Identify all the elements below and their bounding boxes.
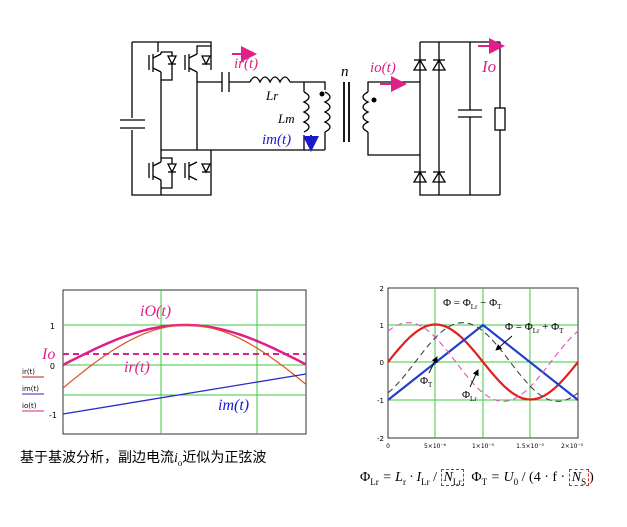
left-waveform-chart: 1 0 -1 ir(t) im(t) io(t) iO(t) ir(t) im(… — [22, 289, 307, 435]
primary-dot-icon — [319, 91, 325, 97]
switch-q2-icon — [148, 157, 178, 195]
eq-sum-annotation: Φ = ΦLr + ΦT — [505, 321, 564, 335]
circuit-diagram — [120, 41, 506, 196]
n-lr-box: NLr — [440, 469, 465, 487]
flux-formula: ΦLr = Lr · ILr / NLr ΦT = U0 / (4 · f · … — [360, 469, 594, 487]
io-t-label: io(t) — [370, 60, 396, 76]
lm-label: Lm — [277, 111, 295, 126]
rectifier-left-leg — [419, 42, 500, 196]
right-x-tick-1: 5×10⁻⁶ — [424, 443, 447, 450]
phi-lr-annotation: ΦLr — [462, 389, 477, 403]
right-y-tick-neg2: -2 — [377, 435, 384, 443]
right-x-tick-4: 2×10⁻⁵ — [561, 443, 584, 450]
phi-t-waveform — [387, 323, 579, 401]
right-waveform-chart: 2 1 0 -1 -2 0 5×10⁻⁶ 1×10⁻⁵ 1.5×10⁻⁵ 2×1… — [377, 285, 584, 450]
diode-d1-icon — [412, 58, 428, 71]
left-ir-annotation: ir(t) — [124, 359, 150, 376]
phi-t-annotation: ΦT — [420, 375, 433, 389]
left-io-annotation: iO(t) — [140, 303, 171, 320]
eq-diff-annotation: Φ = ΦLr − ΦT — [443, 297, 502, 311]
right-y-tick-1: 1 — [380, 322, 384, 330]
bottom-rail — [131, 130, 212, 196]
right-y-tick-0: 0 — [380, 359, 384, 367]
im-label: im(t) — [262, 132, 291, 148]
right-x-tick-2: 1×10⁻⁵ — [472, 443, 495, 450]
legend-io: io(t) — [22, 402, 37, 410]
secondary-winding — [362, 91, 370, 133]
left-y-tick-0: 0 — [50, 362, 55, 371]
switch-q1-icon — [148, 42, 178, 81]
load-resistor — [494, 107, 506, 131]
left-y-tick-1: 1 — [50, 322, 55, 331]
right-x-tick-0: 0 — [386, 443, 390, 450]
diode-d4-icon — [431, 170, 447, 183]
ir-waveform — [62, 324, 307, 389]
lr-label: Lr — [265, 88, 279, 103]
left-im-annotation: im(t) — [218, 397, 249, 414]
caption-text: 基于基波分析，副边电流io近似为正弦波 — [20, 450, 267, 468]
diode-d3-icon — [412, 170, 428, 183]
io-output-label: Io — [481, 57, 496, 76]
ir-label: ir(t) — [234, 56, 258, 72]
legend-im: im(t) — [22, 385, 39, 393]
lm-inductor — [302, 91, 310, 133]
right-y-tick-neg1: -1 — [377, 397, 384, 405]
diode-d2-icon — [431, 58, 447, 71]
left-Io-annotation: Io — [41, 346, 55, 363]
n-s-box: NS — [568, 469, 590, 487]
switch-q3-icon — [184, 45, 212, 73]
right-x-tick-3: 1.5×10⁻⁵ — [516, 443, 544, 450]
phi-diff-waveform — [387, 322, 579, 402]
lr-inductor — [249, 76, 291, 84]
left-y-tick-neg1: -1 — [49, 411, 57, 420]
im-waveform — [62, 373, 307, 415]
switch-q4-icon — [184, 161, 212, 181]
secondary-dot-icon — [371, 97, 377, 103]
primary-winding — [323, 91, 331, 133]
legend-ir: ir(t) — [22, 368, 35, 376]
phi-sum-waveform — [387, 322, 579, 402]
turns-ratio-label: n — [341, 64, 349, 80]
phi-lr-waveform — [387, 323, 579, 401]
right-y-tick-2: 2 — [380, 285, 384, 293]
